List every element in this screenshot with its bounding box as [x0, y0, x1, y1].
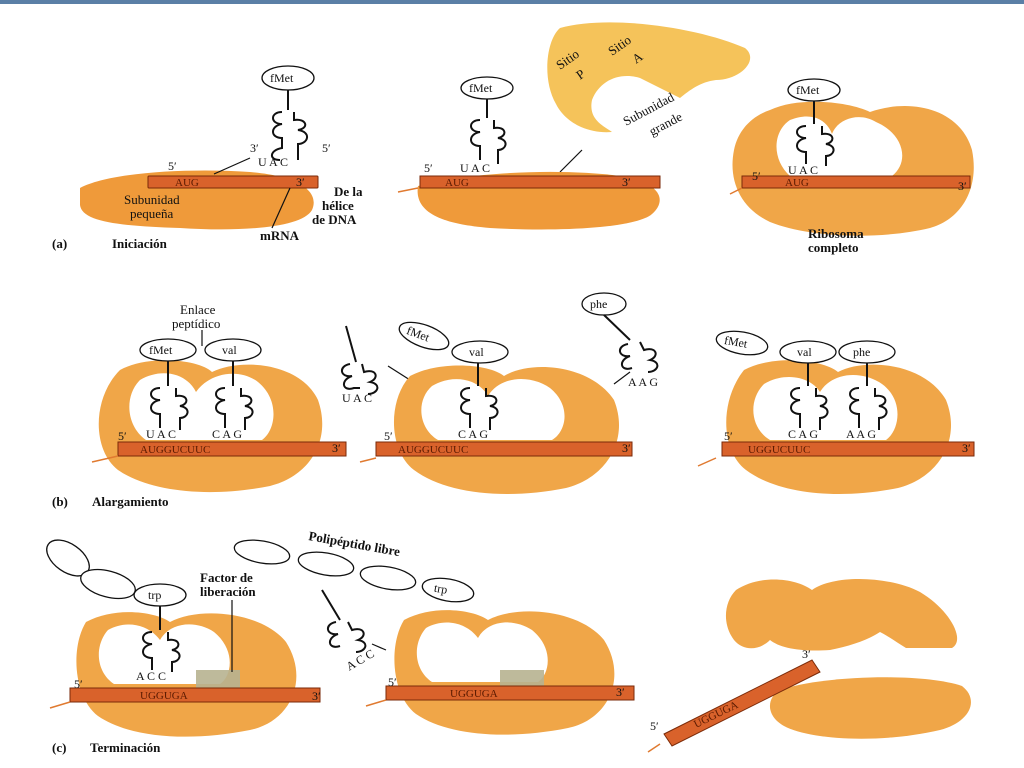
anticodon-cag: C A G — [458, 427, 488, 441]
codon-text: AUGGUCUUC — [398, 444, 468, 456]
released-trna-anticodon: A C C — [344, 646, 377, 673]
section-letter-c: (c) — [52, 740, 66, 755]
release-factor-label: Factor de — [200, 570, 253, 585]
five-prime-label: 5′ — [388, 675, 397, 689]
anticodon-uac: U A C — [146, 427, 176, 441]
codon-text: AUG — [175, 177, 199, 189]
section-letter-b: (b) — [52, 494, 68, 509]
three-prime-label: 3′ — [962, 441, 971, 455]
five-prime-label: 5′ — [74, 677, 83, 691]
panel-b1-peptide-bond: AUGGUCUUC 5′ 3′ fMet val Enlace peptídic… — [91, 302, 347, 493]
five-prime-label: 5′ — [384, 429, 393, 443]
section-title-b: Alargamiento — [92, 494, 169, 509]
section-letter-a: (a) — [52, 236, 67, 251]
dna-label-3: de DNA — [312, 212, 357, 227]
panel-a2-assembly: Sitio P Sitio A Subunidad grande AUG 5′ … — [397, 22, 751, 230]
amino-acid-trp: trp — [433, 581, 449, 597]
amino-acid-fmet: fMet — [149, 343, 173, 357]
anticodon-aag: A A G — [846, 427, 876, 441]
three-prime-label: 3′ — [958, 179, 967, 193]
three-prime-trna: 3′ — [250, 141, 259, 155]
section-title-c: Terminación — [90, 740, 161, 755]
anticodon-cag: C A G — [212, 427, 242, 441]
codon-text: AUG — [785, 177, 809, 189]
amino-acid-phe: phe — [590, 297, 607, 311]
anticodon-uac: U A C — [788, 163, 818, 177]
codon-text: AUG — [445, 177, 469, 189]
amino-acid-val: val — [222, 343, 237, 357]
anticodon-cag: C A G — [788, 427, 818, 441]
five-prime-label: 5′ — [752, 169, 761, 183]
five-prime-trna: 5′ — [322, 141, 331, 155]
panel-c2-release: trp Polipéptido libre A C C UGGUGA 5′ 3′ — [233, 528, 635, 735]
codon-text: UGGUCUUC — [748, 444, 810, 456]
amino-acid-val: val — [469, 345, 484, 359]
top-border-bar — [0, 0, 1024, 4]
three-prime-label: 3′ — [312, 689, 321, 703]
three-prime-label: 3′ — [616, 685, 625, 699]
five-prime-label: 5′ — [118, 429, 127, 443]
amino-acid-fmet: fMet — [796, 83, 820, 97]
released-trna-anticodon: U A C — [342, 391, 372, 405]
codon-text: UGGUGA — [140, 690, 188, 702]
peptide-bond-label-2: peptídico — [172, 316, 220, 331]
panel-a3-complete-ribosome: AUG 5′ 3′ fMet U A C Ribosoma completo — [729, 78, 974, 255]
complete-ribosome-label-2: completo — [808, 240, 859, 255]
panel-c1-release-factor: trp UGGUGA 5′ 3′ A C C Factor de liberac… — [46, 539, 321, 737]
mrna-label: mRNA — [260, 228, 300, 243]
amino-acid-phe: phe — [853, 345, 870, 359]
five-prime-label: 5′ — [724, 429, 733, 443]
complete-ribosome-label: Ribosoma — [808, 226, 864, 241]
peptide-bond-label: Enlace — [180, 302, 216, 317]
five-prime-label: 5′ — [168, 159, 177, 173]
small-subunit-label-2: pequeña — [130, 206, 174, 221]
dna-label: De la — [334, 184, 363, 199]
amino-acid-trp: trp — [148, 588, 161, 602]
small-subunit-label: Subunidad — [124, 192, 180, 207]
section-title-a: Iniciación — [112, 236, 168, 251]
three-prime-label: 3′ — [622, 175, 631, 189]
amino-acid-fmet: fMet — [723, 333, 749, 351]
codon-text: UGGUGA — [450, 688, 498, 700]
three-prime-label: 3′ — [622, 441, 631, 455]
panel-b2-translocation: U A C AUGGUCUUC 5′ 3′ fMet val C A G phe… — [341, 292, 658, 494]
codon-text: AUGGUCUUC — [140, 444, 210, 456]
amino-acid-val: val — [797, 345, 812, 359]
three-prime-label: 3′ — [802, 647, 811, 661]
incoming-trna-anticodon: A A G — [628, 375, 658, 389]
five-prime-label: 5′ — [424, 161, 433, 175]
three-prime-label: 3′ — [296, 175, 305, 189]
dna-label-2: hélice — [322, 198, 354, 213]
anticodon-acc: A C C — [136, 669, 166, 683]
anticodon-uac: U A C — [460, 161, 490, 175]
panel-a1-small-subunit: AUG 5′ 3′ Subunidad pequeña De la hélice… — [80, 65, 363, 243]
panel-b3-elongated: UGGUCUUC 5′ 3′ fMet val phe C A G A A G — [697, 330, 975, 494]
anticodon-uac: U A C — [258, 155, 288, 169]
amino-acid-fmet: fMet — [469, 81, 493, 95]
five-prime-label: 5′ — [650, 719, 659, 733]
amino-acid-fmet: fMet — [270, 71, 294, 85]
release-factor-label-2: liberación — [200, 584, 256, 599]
three-prime-label: 3′ — [332, 441, 341, 455]
panel-c3-dissociation: UGGUGA 5′ 3′ — [647, 578, 971, 753]
